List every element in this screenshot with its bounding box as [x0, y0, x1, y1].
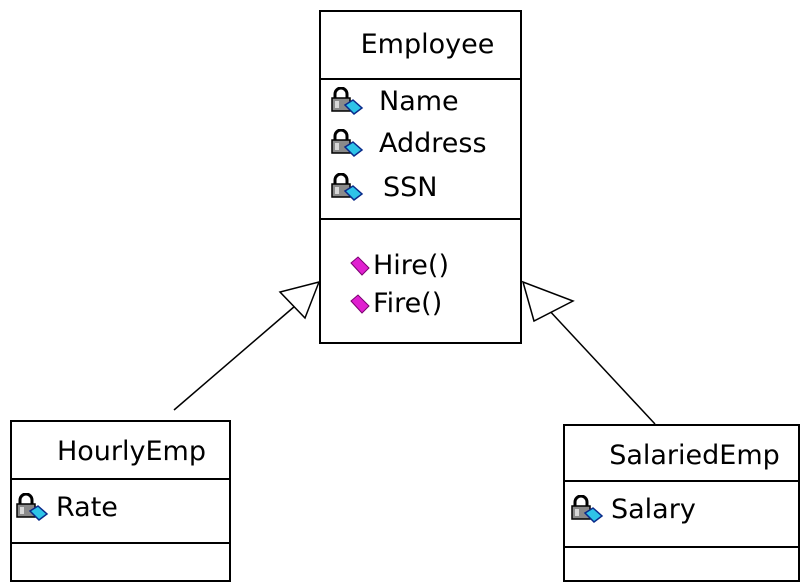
class-salariedemp[interactable]: SalariedEmp Salary — [563, 424, 800, 582]
hollow-triangle-arrowhead — [278, 280, 321, 320]
private-attribute-lock-icon — [571, 494, 604, 523]
private-attribute-lock-icon — [16, 492, 49, 521]
attribute-label: Name — [379, 86, 459, 117]
private-attribute-lock-icon — [331, 128, 364, 157]
private-attribute-lock-icon — [331, 86, 364, 115]
class-employee[interactable]: Employee Name Address SSN Hire() Fire() — [319, 10, 522, 344]
operations-section — [12, 542, 229, 582]
salaried-to-employee-generalization — [521, 280, 656, 425]
operation-label: Hire() — [373, 250, 449, 281]
attributes-section: Name Address SSN — [321, 78, 520, 218]
attribute-row-name[interactable]: Name — [329, 86, 459, 117]
operations-section — [565, 546, 798, 584]
attribute-label: Address — [379, 128, 487, 159]
attribute-row-rate[interactable]: Rate — [14, 492, 118, 523]
public-operation-diamond-icon — [350, 255, 370, 276]
attribute-label: SSN — [383, 172, 438, 203]
hourly-to-employee-generalization — [173, 280, 321, 411]
class-hourlyemp[interactable]: HourlyEmp Rate — [10, 420, 231, 582]
public-operation-diamond-icon — [350, 293, 370, 314]
operation-label: Fire() — [373, 288, 443, 319]
hollow-triangle-arrowhead — [521, 280, 575, 323]
private-attribute-lock-icon — [331, 172, 364, 201]
attribute-label: Salary — [611, 494, 696, 525]
operation-row-fire[interactable]: Fire() — [349, 288, 442, 319]
attributes-section: Salary — [565, 480, 798, 546]
attribute-label: Rate — [56, 492, 118, 523]
attribute-row-address[interactable]: Address — [329, 128, 487, 159]
attribute-row-salary[interactable]: Salary — [569, 494, 696, 525]
attribute-row-ssn[interactable]: SSN — [329, 172, 437, 203]
class-name-employee: Employee — [360, 29, 495, 60]
attributes-section: Rate — [12, 478, 229, 542]
operations-section: Hire() Fire() — [321, 218, 520, 342]
class-name-salariedemp: SalariedEmp — [609, 440, 780, 471]
class-name-hourlyemp: HourlyEmp — [56, 436, 206, 467]
operation-row-hire[interactable]: Hire() — [349, 250, 449, 281]
